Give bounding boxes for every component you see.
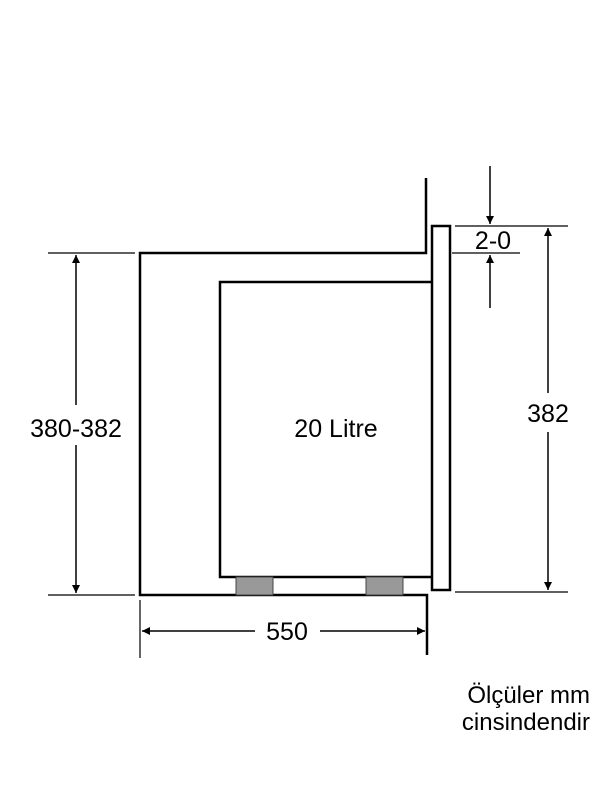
left-height-label: 380-382 [30, 415, 122, 443]
gap-label: 2-0 [475, 227, 511, 255]
units-note-line-1: Ölçüler mm [467, 682, 590, 709]
microwave-foot-left [235, 576, 274, 596]
cavity-volume-label: 20 Litre [294, 415, 377, 443]
width-label: 550 [266, 618, 308, 646]
units-note-line-2: cinsindendir [462, 709, 590, 736]
cabinet-outline [138, 178, 429, 655]
right-height-label: 382 [527, 400, 569, 428]
front-panel [430, 224, 452, 592]
microwave-body [218, 280, 432, 579]
microwave-foot-right [365, 576, 404, 596]
